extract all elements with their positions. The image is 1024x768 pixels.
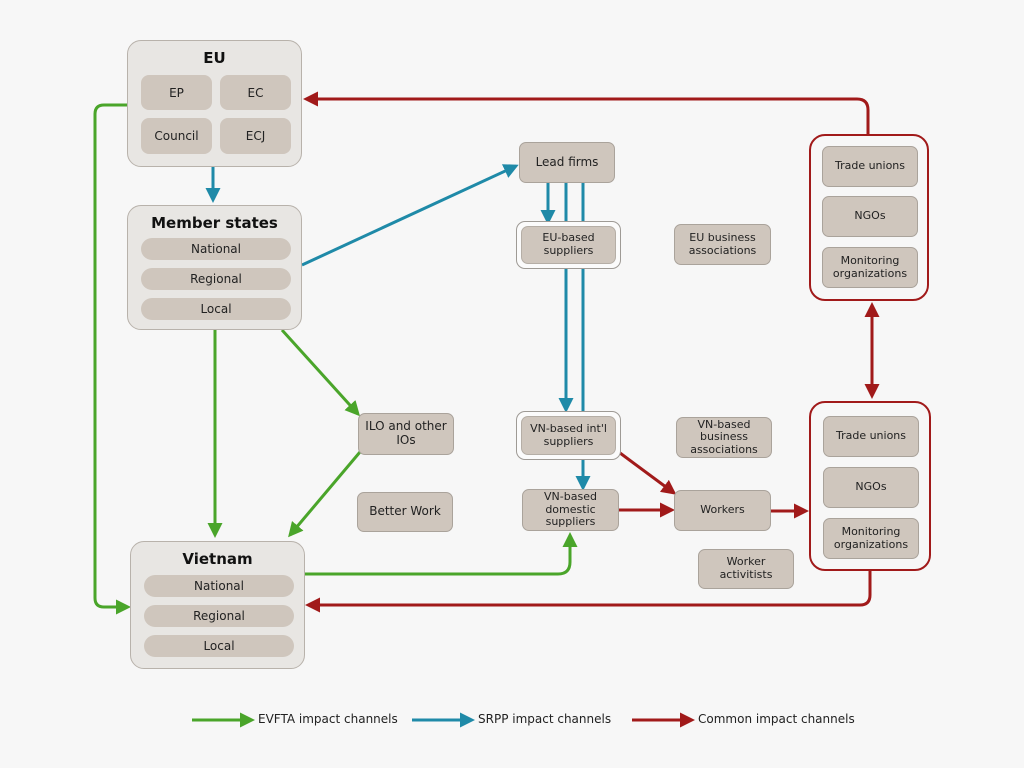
vietnam-title: Vietnam — [182, 550, 253, 568]
arrow-vietnam-to-domestic-suppliers — [305, 532, 578, 576]
arrow-eu-to-vietnam — [93, 103, 131, 615]
member-states-panel: Member states National Regional Local — [127, 205, 302, 330]
better-work-node: Better Work — [357, 492, 453, 532]
vn-domestic-suppliers-node: VN-based domestic suppliers — [522, 489, 619, 531]
civil-bottom-ngos: NGOs — [823, 467, 919, 508]
worker-activists-node: Worker activitists — [698, 549, 794, 589]
eu-suppliers-frame: EU-based suppliers — [516, 221, 621, 269]
ilo-node: ILO and other IOs — [358, 413, 454, 455]
legend-common-label: Common impact channels — [698, 712, 855, 726]
arrow-member-states-to-ilo — [280, 328, 361, 417]
member-states-regional: Regional — [141, 268, 291, 290]
arrow-civil-society-to-eu — [303, 91, 870, 134]
eu-panel: EU EP EC Council ECJ — [127, 40, 302, 167]
civil-top-ngos: NGOs — [822, 196, 918, 237]
legend-evfta-label: EVFTA impact channels — [258, 712, 398, 726]
civil-top-monitoring: Monitoring organizations — [822, 247, 918, 288]
civil-bottom-trade-unions: Trade unions — [823, 416, 919, 457]
vietnam-local: Local — [144, 635, 294, 657]
workers-node: Workers — [674, 490, 771, 531]
eu-item-ecj: ECJ — [220, 118, 291, 154]
civil-top-trade-unions: Trade unions — [822, 146, 918, 187]
arrow-vn-intl-to-workers — [615, 448, 677, 495]
legend-srpp-label: SRPP impact channels — [478, 712, 612, 726]
member-states-title: Member states — [151, 214, 278, 232]
legend-srpp: SRPP impact channels — [478, 712, 611, 726]
eu-item-council: Council — [141, 118, 212, 154]
civil-society-bottom-group: Trade unions NGOs Monitoring organizatio… — [809, 401, 931, 571]
eu-suppliers-node: EU-based suppliers — [521, 226, 616, 264]
lead-firms-node: Lead firms — [519, 142, 615, 183]
member-states-local: Local — [141, 298, 291, 320]
eu-business-node: EU business associations — [674, 224, 771, 265]
vn-intl-suppliers-node: VN-based int'l suppliers — [521, 416, 616, 455]
vietnam-national: National — [144, 575, 294, 597]
member-states-national: National — [141, 238, 291, 260]
vietnam-regional: Regional — [144, 605, 294, 627]
legend-evfta: EVFTA impact channels — [258, 712, 398, 726]
vn-intl-suppliers-frame: VN-based int'l suppliers — [516, 411, 621, 460]
eu-item-ep: EP — [141, 75, 212, 110]
arrow-civil-society-to-vietnam — [305, 571, 872, 613]
legend-common: Common impact channels — [698, 712, 855, 726]
civil-bottom-monitoring: Monitoring organizations — [823, 518, 919, 559]
vn-business-node: VN-based business associations — [676, 417, 772, 458]
arrow-member-states-to-lead-firms — [301, 164, 519, 267]
arrow-ilo-to-vietnam — [288, 451, 362, 538]
civil-society-top-group: Trade unions NGOs Monitoring organizatio… — [809, 134, 929, 301]
eu-item-ec: EC — [220, 75, 291, 110]
vietnam-panel: Vietnam National Regional Local — [130, 541, 305, 669]
eu-title: EU — [203, 49, 226, 67]
